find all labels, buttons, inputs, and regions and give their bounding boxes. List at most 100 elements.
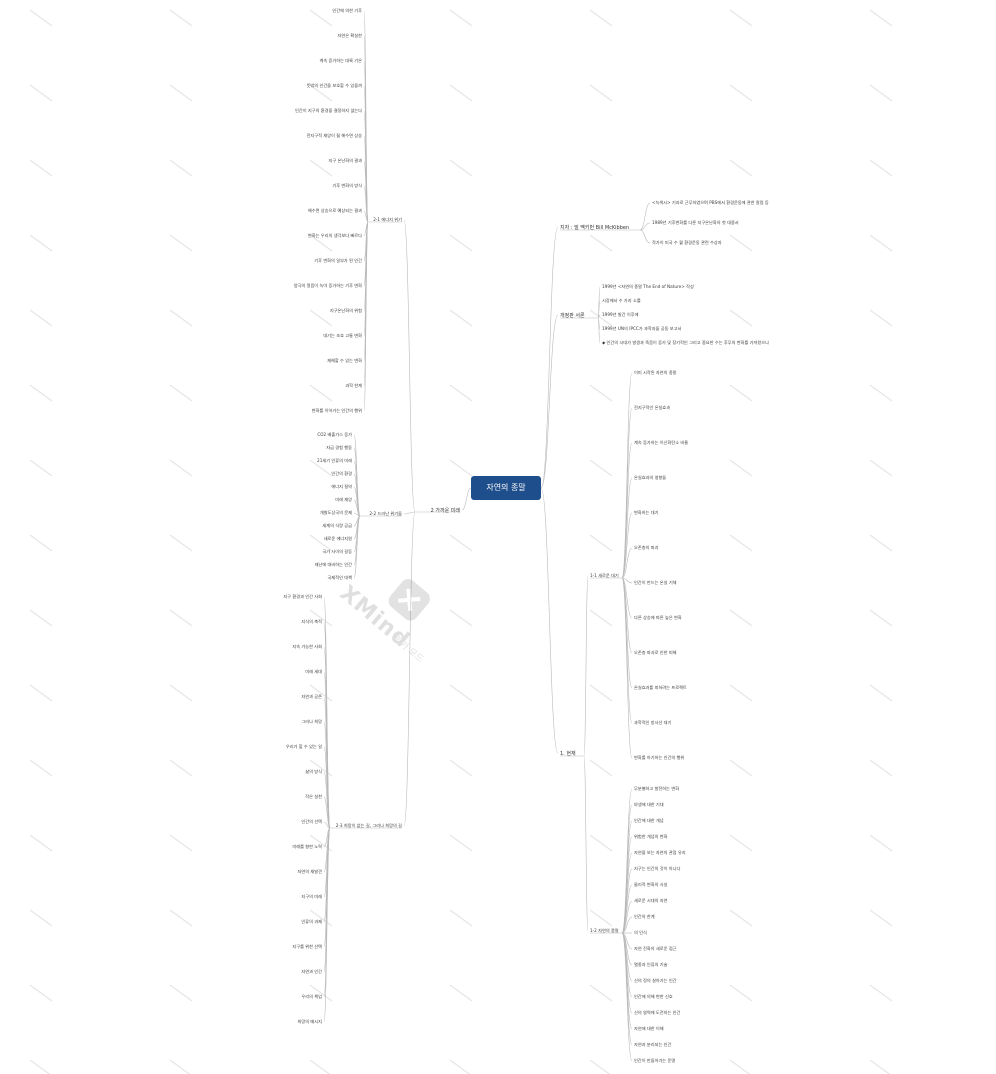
energy-item[interactable]: 전지구적 재앙이 될 해수면 상승 [306,133,362,138]
hope-item[interactable]: 인류의 과제 [301,919,322,924]
hope-item[interactable]: 지속 가능한 사회 [292,644,322,649]
atmosphere-item[interactable]: 이미 시작된 자연의 종말 [634,370,677,375]
hope-item[interactable]: 작은 실천 [305,794,322,799]
atmosphere-item[interactable]: 전지구적인 온실효과 [634,405,671,410]
hope-item[interactable]: 우리가 할 수 있는 일 [285,744,322,749]
atmosphere-item[interactable]: 다른 상승에 따른 높은 변화 [634,615,682,620]
atmosphere-item[interactable]: 온실효과를 피하려는 프로젝트 [634,685,687,690]
hope-item[interactable]: 지구 환경과 인간 사회 [283,594,322,599]
end-nature-item[interactable]: 신의 정의 살아가는 인간 [634,978,677,983]
hope-item[interactable]: 희망의 메시지 [297,1019,322,1024]
preface-item[interactable]: 1999년 발간 이후에 [602,312,639,317]
energy-item[interactable]: 지구온난화의 위험 [329,308,362,313]
section-end-of-nature[interactable]: 1-2 자연의 종말 [590,928,619,933]
energy-item[interactable]: 자연은 확실한 [337,33,362,38]
energy-item[interactable]: 지구 온난화의 결과 [328,158,362,163]
energy-item[interactable]: 해수면 상승으로 예상되는 결과 [307,208,362,213]
atmosphere-item[interactable]: 오존층의 파괴 [634,545,659,550]
root-topic[interactable]: 자연의 종말 [471,476,541,500]
hope-item[interactable]: 인간의 선택 [301,819,322,824]
energy-item[interactable]: 양극의 얼음이 녹아 증가하는 기후 변화 [293,283,362,288]
end-nature-item[interactable]: 인간에 의해 변한 신호 [634,994,673,999]
hope-item[interactable]: 미래 세대 [305,669,322,674]
author-detail[interactable]: 1989년 기후변화를 다룬 지구온난화의 첫 대중서 [652,220,739,225]
atmosphere-item[interactable]: 인간이 만드는 온실 기체 [634,580,677,585]
preface-item[interactable]: ◆ 인간의 시대가 발생과 죽음이 증가 및 장기적인 그리고 중요한 수는 후… [602,340,769,345]
crisis-item[interactable]: 새로운 에너지원 [323,536,352,541]
hope-item[interactable]: 지식의 축적 [301,619,322,624]
crisis-item[interactable]: 에너지 절약 [331,484,352,489]
end-nature-item[interactable]: 지구는 인간의 것이 아니다 [634,866,681,871]
energy-item[interactable]: 기후 변화의 방식 [332,183,362,188]
hope-item[interactable]: 자연의 재발견 [297,869,322,874]
section-energy[interactable]: 2-1 에너지 위기 [373,217,402,222]
energy-item[interactable]: 계속 증가하는 대륙 기온 [319,58,362,63]
energy-item[interactable]: 변화는 우리의 생각보다 빠르다 [307,233,362,238]
hope-item[interactable]: 삶의 방식 [305,769,322,774]
crisis-item[interactable]: 자급 경험 행동 [326,445,352,450]
energy-item[interactable]: 재해할 수 있는 변화 [327,358,362,363]
branch-near-future[interactable]: 2 가까운 미래 [430,508,460,514]
crisis-item[interactable]: 재난에 대비하는 인간 [314,562,352,567]
energy-item[interactable]: 변화를 이어가는 인간의 행위 [311,408,362,413]
end-nature-item[interactable]: 새로운 시대의 자연 [634,898,668,903]
energy-item[interactable]: 대기는 초호 고통 변화 [323,333,362,338]
connector-line [353,515,361,579]
energy-item[interactable]: 과학 한계 [345,383,362,388]
end-nature-item[interactable]: 멸종과 인류의 기술 [634,962,668,967]
atmosphere-item[interactable]: 온실효과의 영향들 [634,475,667,480]
hope-item[interactable]: 우리의 책임 [301,994,322,999]
atmosphere-item[interactable]: 변화를 아기하는 인간의 행위 [634,755,685,760]
hope-item[interactable]: 미래를 향한 노력 [292,844,322,849]
end-nature-item[interactable]: 물리적 변화의 사실 [634,882,668,887]
branch-author[interactable]: 지자 : 빌 맥키번 Bill McKibben [560,225,630,231]
crisis-item[interactable]: 국제적인 대책 [327,575,352,580]
author-detail[interactable]: <녹색시> 기자로 근무하였으며 PBS에서 환경운동에 관한 칼럼 등 [652,200,769,205]
energy-item[interactable]: 인간에 의한 기후 [332,8,362,13]
section-crises[interactable]: 2-2 드러난 위기들 [369,511,402,516]
crisis-item[interactable]: CO2 배출가스 증가 [317,432,352,437]
branch-present[interactable]: 1. 현재 [560,751,576,757]
preface-item[interactable]: 1999년 UN의 IPCC가 과학자들 공동 보고서 [602,326,682,331]
atmosphere-item[interactable]: 변화하는 대기 [634,510,659,515]
end-nature-item[interactable]: 인간의 한계 [634,914,655,919]
crisis-item[interactable]: 세계의 식량 공급 [322,523,352,528]
author-detail[interactable]: 작가이 미국 수 월 환경운동 관련 수상자 [652,240,722,245]
end-nature-item[interactable]: 신의 영역에 도전하는 인간 [634,1010,681,1015]
watermark-stroke [309,534,333,552]
preface-item[interactable]: 시장에서 수 가지 소를 [602,298,641,303]
crisis-item[interactable]: 21세기 인류의 미래 [317,458,352,463]
end-nature-item[interactable]: 야생에 대한 기대 [634,802,664,807]
atmosphere-item[interactable]: 오존층 파괴로 인한 피해 [634,650,677,655]
hope-item[interactable]: 자연과 인간 [301,969,322,974]
energy-item[interactable]: 기후 변화의 일부가 된 인간 [314,258,362,263]
watermark-stroke [169,984,193,1002]
end-nature-item[interactable]: 인간에 대한 개념 [634,818,664,823]
crisis-item[interactable]: 미래 재앙 [335,497,352,502]
end-nature-item[interactable]: 위험한 개념의 변화 [634,834,668,839]
end-nature-item[interactable]: 자연 진화의 새로운 접근 [634,946,677,951]
section-new-atmosphere[interactable]: 1-1 새로운 대기 [590,573,619,578]
end-nature-item[interactable]: 무분별하고 발전하는 변화 [634,786,680,791]
end-nature-item[interactable]: 의 인식 [634,930,647,935]
connector-line [583,755,589,932]
atmosphere-item[interactable]: 계속 증가하는 이산화탄소 비율 [634,440,689,445]
atmosphere-item[interactable]: 과학적인 방사선 대기 [634,720,672,725]
energy-item[interactable]: 인간이 지구의 환경을 결정하지 않는다 [295,108,362,113]
hope-item[interactable]: 그러나 희망 [301,719,322,724]
end-nature-item[interactable]: 자연에 대한 이해 [634,1026,664,1031]
hope-item[interactable]: 지구를 위한 선택 [292,944,322,949]
end-nature-item[interactable]: 인간이 만들어가는 운명 [634,1058,676,1063]
watermark-stroke [169,834,193,852]
crisis-item[interactable]: 인간의 환경 [331,471,352,476]
crisis-item[interactable]: 개발도상국의 문제 [319,510,352,515]
hope-item[interactable]: 지구의 미래 [301,894,322,899]
preface-item[interactable]: 1999년 <자연의 종말 The End of Nature> 작성 [602,284,694,289]
crisis-item[interactable]: 국가 사이의 갈등 [322,549,352,554]
hope-item[interactable]: 자연과 공존 [301,694,322,699]
end-nature-item[interactable]: 자연을 보는 자연의 관점 유지 [634,850,686,855]
energy-item[interactable]: 뜻밖의 인간을 보호할 수 있을까 [306,83,362,88]
section-hope[interactable]: 2-3 희망이 없는 길, 그러나 희망의 길 [335,823,402,828]
end-nature-item[interactable]: 자연과 분리되는 인간 [634,1042,672,1047]
branch-preface[interactable]: 개정판 서론 [560,313,585,319]
